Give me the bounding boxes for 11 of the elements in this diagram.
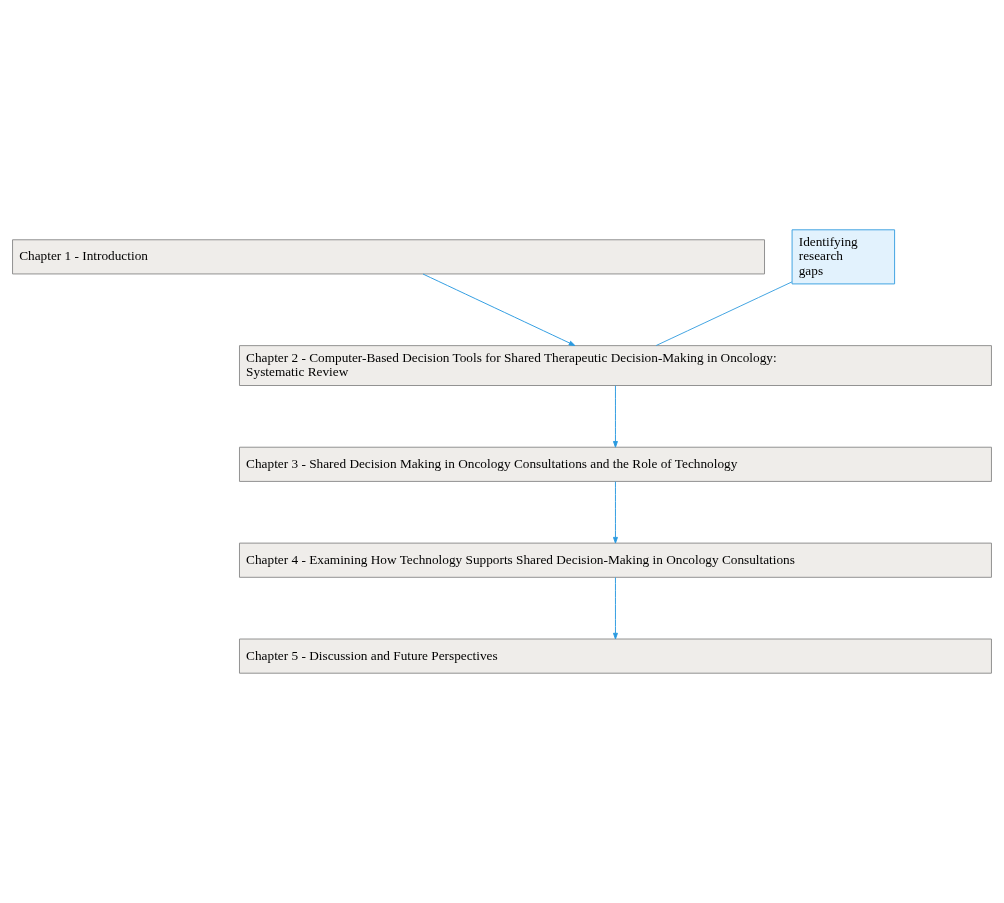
node-box: Chapter 4 - Examining How Technology Supports Shared Decision-Making in Oncology Consultations (239, 542, 992, 578)
node-box: Identifying research gaps (791, 229, 896, 285)
arrow (613, 481, 618, 544)
node-box: Chapter 3 - Shared Decision Making in Oncology Consultations and the Role of Technology (239, 446, 992, 482)
connector (655, 281, 793, 347)
arrow (613, 385, 618, 448)
node-box: Chapter 2 - Computer-Based Decision Tools for Shared Therapeutic Decision-Making in Oncology: Systematic Review (239, 345, 992, 386)
arrow (422, 273, 576, 346)
node-box: Chapter 1 - Introduction (12, 239, 765, 275)
arrow (613, 577, 618, 640)
node-box: Chapter 5 - Discussion and Future Perspectives (239, 638, 992, 674)
